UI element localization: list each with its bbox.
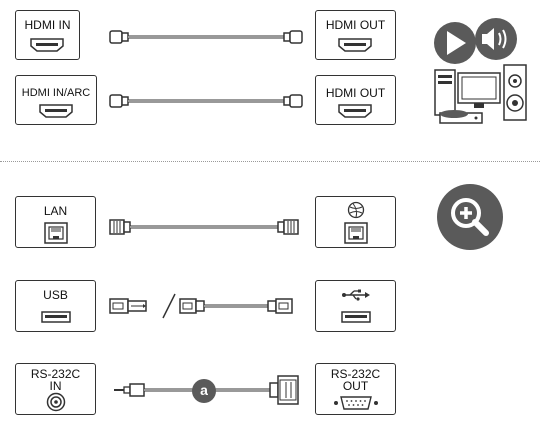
usb-symbol-icon <box>342 289 370 301</box>
hdmi-out-panel-2: HDMI OUT <box>315 75 396 125</box>
lan-label: LAN <box>43 204 68 218</box>
hdmi-out-label-1: HDMI OUT <box>325 18 386 32</box>
hdmi-port-icon <box>30 38 64 52</box>
lan-cable-icon <box>109 219 299 235</box>
serial-port-icon <box>334 396 378 410</box>
rs232c-out-label-line2: OUT <box>342 379 369 393</box>
callout-badge: a <box>192 379 216 403</box>
usb-cable-icon <box>109 293 293 319</box>
hdmi-cable-icon <box>109 30 303 44</box>
lan-panel: LAN <box>15 196 96 248</box>
network-globe-icon <box>347 201 365 219</box>
rs232c-in-panel: RS-232C IN <box>15 363 96 415</box>
zoom-in-icon <box>437 184 503 250</box>
section-divider <box>0 161 540 162</box>
hdmi-in-panel: HDMI IN <box>15 10 80 60</box>
hdmi-port-icon <box>338 104 372 118</box>
usb-panel: USB <box>15 280 96 332</box>
rs232c-out-panel: RS-232C OUT <box>315 363 396 415</box>
audio-jack-icon <box>46 392 66 412</box>
usb-port-icon <box>41 311 71 323</box>
hdmi-out-panel-1: HDMI OUT <box>315 10 396 60</box>
hdmi-cable-icon <box>109 94 303 108</box>
lan-port-icon <box>44 222 68 244</box>
rs232c-out-label-line1: RS-232C <box>330 367 381 381</box>
lan-device-panel <box>315 196 396 248</box>
stereo-cable-icon <box>114 375 299 405</box>
speaker-icon <box>475 18 517 60</box>
hdmi-in-label: HDMI IN <box>24 18 71 32</box>
play-icon <box>434 22 476 64</box>
callout-label: a <box>200 382 208 398</box>
rs232c-in-label-line2: IN <box>49 379 62 393</box>
multimedia-devices-icon <box>434 18 527 124</box>
rs232c-in-label-line1: RS-232C <box>30 367 81 381</box>
lan-port-icon <box>344 222 368 244</box>
hdmi-out-label-2: HDMI OUT <box>325 86 386 100</box>
hdmi-port-icon <box>338 38 372 52</box>
usb-device-panel <box>315 280 396 332</box>
hdmi-in-arc-panel: HDMI IN/ARC <box>15 75 97 125</box>
hdmi-port-icon <box>39 104 73 118</box>
usb-port-icon <box>341 311 371 323</box>
usb-label: USB <box>43 288 68 302</box>
hdmi-in-arc-label: HDMI IN/ARC <box>21 87 91 99</box>
